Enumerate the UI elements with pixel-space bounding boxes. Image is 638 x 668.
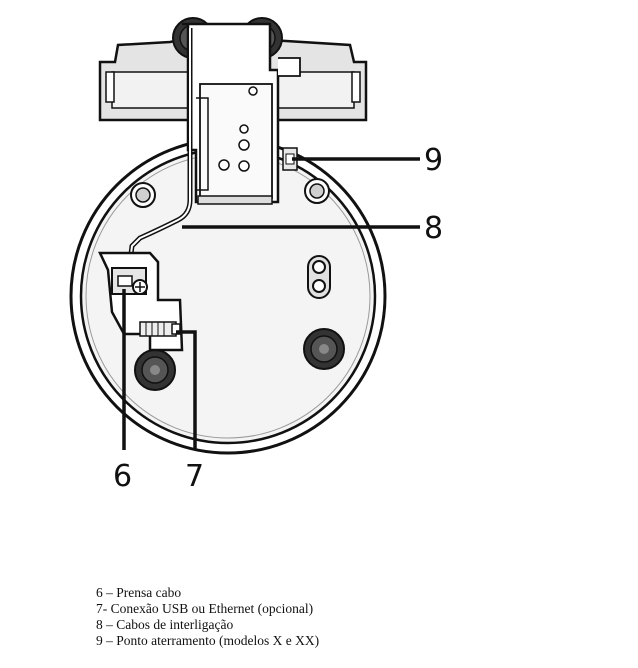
legend-item: 9 – Ponto aterramento (modelos X e XX) bbox=[96, 633, 320, 648]
legend-item: 8 – Cabos de interligação bbox=[96, 617, 234, 632]
legend-item: 7- Conexão USB ou Ethernet (opcional) bbox=[96, 601, 314, 616]
device-rear-diagram: 9 8 6 7 bbox=[69, 17, 443, 494]
cable-gland-bracket bbox=[98, 251, 184, 352]
double-port bbox=[307, 255, 331, 299]
screw-left bbox=[130, 182, 156, 208]
knob-bottom-left bbox=[134, 349, 176, 391]
mount-plate bbox=[182, 22, 301, 205]
knob-bottom-right bbox=[303, 328, 345, 370]
screw-right bbox=[304, 178, 330, 204]
callout-7: 7 bbox=[185, 459, 204, 494]
legend-list: 6 – Prensa cabo 7- Conexão USB ou Ethern… bbox=[96, 585, 319, 649]
interconnect-cable bbox=[127, 28, 193, 263]
callout-9: 9 bbox=[424, 143, 443, 178]
callout-6: 6 bbox=[113, 459, 132, 494]
legend-item: 6 – Prensa cabo bbox=[96, 585, 182, 600]
leader-lines bbox=[122, 157, 420, 450]
callout-8: 8 bbox=[424, 211, 443, 246]
